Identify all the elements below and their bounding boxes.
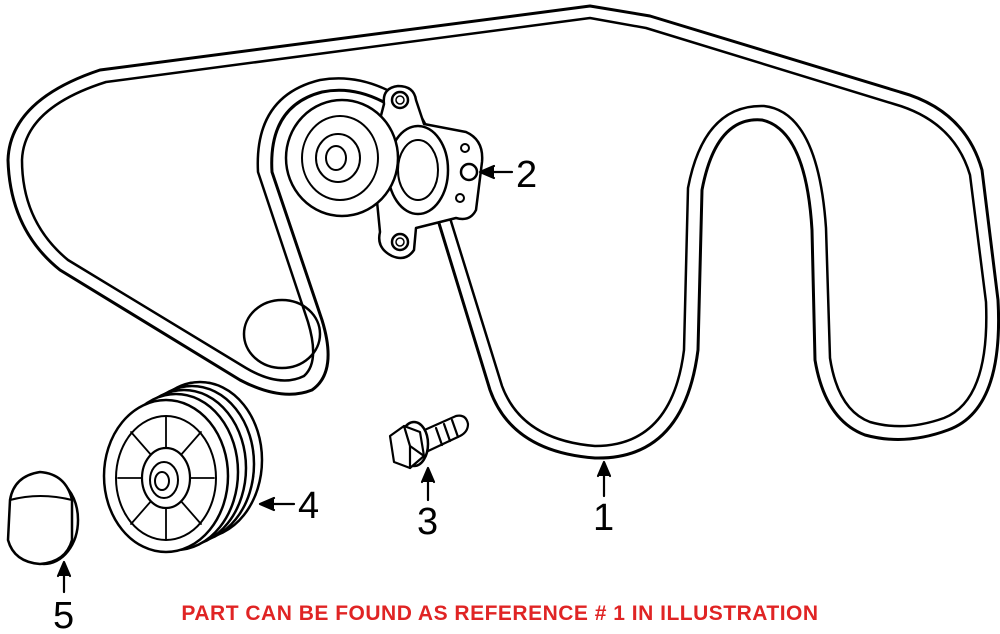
tensioner-pulley-bore <box>325 145 347 171</box>
callout-label-4: 4 <box>298 485 319 527</box>
belt-outer-edge <box>6 4 1000 460</box>
pulley-hub-inner <box>149 461 179 499</box>
callout-label-1: 1 <box>593 497 614 539</box>
cap-dome <box>6 470 74 566</box>
bolt-shank <box>418 414 470 454</box>
tensioner-pulley-ring <box>301 115 379 201</box>
cap-dome-edge <box>9 495 73 501</box>
callout-label-2: 2 <box>516 154 537 196</box>
reference-note: PART CAN BE FOUND AS REFERENCE # 1 IN IL… <box>181 602 819 625</box>
bracket-bolt-small-2 <box>455 193 465 203</box>
bracket-hole-top-inner <box>395 95 405 105</box>
bolt-thread-1 <box>434 426 444 447</box>
belt-inner-edge <box>20 16 988 448</box>
arrow-4-icon <box>258 496 276 512</box>
bracket-hole-right <box>459 162 479 182</box>
tensioner-bracket <box>370 84 484 260</box>
belt-tensioner <box>284 84 484 260</box>
bolt <box>388 414 470 470</box>
arrow-1-icon <box>596 460 612 478</box>
bolt-head-edge <box>402 424 426 470</box>
bolt-thread-3 <box>450 418 460 439</box>
serpentine-belt <box>6 4 1000 460</box>
bracket-bolt-small-1 <box>460 143 470 153</box>
callout-numbers: 1 2 3 4 5 <box>53 154 614 634</box>
belt-idler-circle <box>242 298 322 370</box>
pulley-bore <box>154 471 170 491</box>
callout-leaders <box>56 164 612 594</box>
pulley-spokes <box>117 415 215 541</box>
dust-cap <box>6 470 80 566</box>
bracket-hole-bottom-inner <box>395 237 405 247</box>
arrow-2-icon <box>478 164 496 180</box>
idler-pulley <box>102 380 264 554</box>
arrow-5-icon <box>56 560 72 578</box>
callout-label-5: 5 <box>53 595 74 634</box>
bracket-hole-bottom <box>390 232 410 252</box>
tensioner-pulley-hub <box>315 133 361 183</box>
tensioner-pulley-outer <box>284 98 400 218</box>
arrow-3-icon <box>420 466 436 484</box>
bolt-thread-2 <box>442 422 452 443</box>
bracket-hole-top <box>390 90 410 110</box>
callout-label-3: 3 <box>417 501 438 543</box>
